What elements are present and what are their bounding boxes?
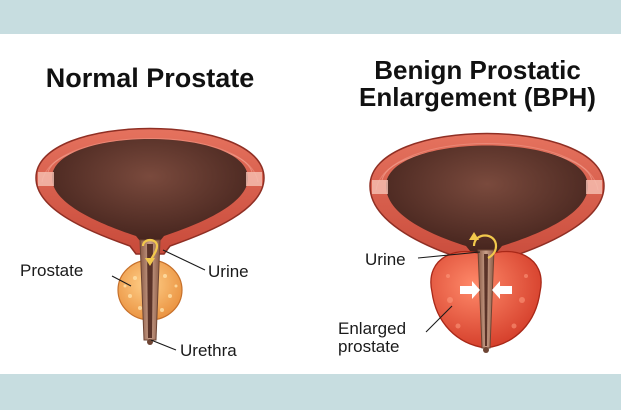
left-leader-lines — [111, 249, 206, 351]
label-urine-right: Urine — [365, 250, 406, 269]
right-leader-lines — [417, 251, 481, 333]
bph-title-line2: Enlargement (BPH) — [359, 82, 596, 113]
normal-prostate-title: Normal Prostate — [45, 63, 255, 93]
compression-arrows — [460, 281, 512, 299]
label-prostate: Prostate — [20, 261, 84, 280]
label-urethra: Urethra — [180, 341, 237, 360]
bph-title-line1: Benign Prostatic — [374, 55, 581, 85]
normal-urine-arrow — [141, 238, 159, 266]
bottom-band — [0, 374, 621, 410]
label-enlarged-line1: Enlarged — [338, 319, 407, 338]
label-enlarged-prostate: Enlarged prostate — [338, 320, 406, 356]
normal-bladder — [35, 127, 265, 255]
normal-urethra — [139, 239, 161, 345]
bph-title: Benign Prostatic Enlargement (BPH) — [335, 55, 620, 113]
top-band — [0, 0, 621, 34]
bph-bladder — [369, 132, 605, 269]
bph-urethra — [477, 249, 495, 353]
label-enlarged-line2: prostate — [338, 336, 400, 356]
label-urine-left: Urine — [208, 262, 249, 281]
bph-urine-arrow — [469, 232, 498, 259]
